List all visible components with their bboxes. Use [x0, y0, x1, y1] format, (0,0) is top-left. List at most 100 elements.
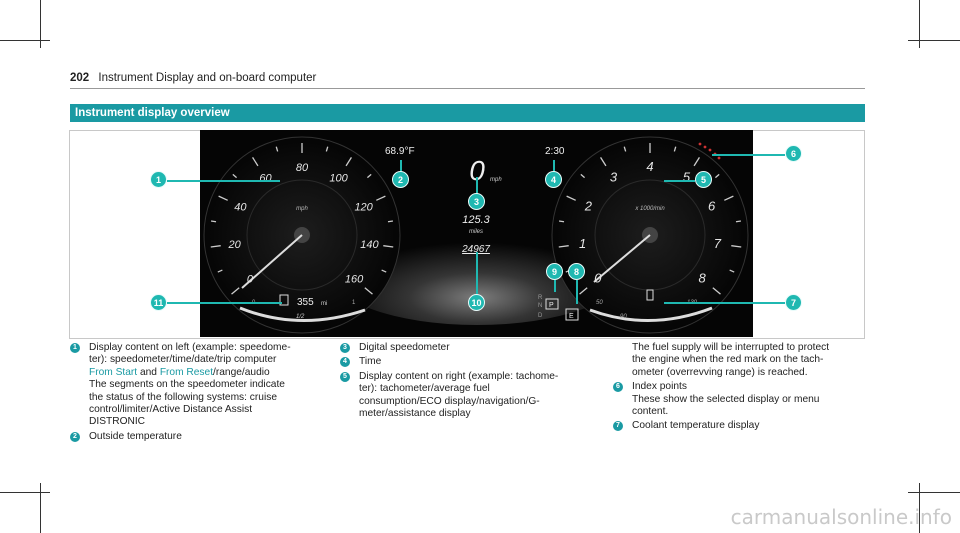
speed-tick-label: 100 — [329, 173, 348, 185]
rpm-tick-tick — [693, 157, 700, 167]
gear-r: R — [538, 295, 543, 301]
callout-5: 5 — [695, 171, 712, 188]
fuel-bar — [239, 306, 366, 322]
range-value: 355 — [297, 297, 314, 308]
item-text: meter/assistance display — [359, 408, 471, 420]
item-text: /range/audio — [213, 366, 270, 378]
fuel-mark-1: 1 — [352, 300, 356, 306]
list-item-7: 7 Coolant temperature display — [613, 420, 878, 432]
odometer: 24967 — [461, 244, 490, 255]
list-item-6: 6 Index points — [613, 381, 878, 393]
speedometer-needle — [241, 234, 303, 289]
gear-current: P — [549, 302, 554, 309]
speed-tick-label: 40 — [234, 201, 247, 213]
speed-tick-label: 0 — [247, 274, 254, 286]
description-column-3: The fuel supply will be interrupted to p… — [613, 342, 878, 433]
rpm-tick-label: 6 — [708, 198, 716, 213]
callout-9: 9 — [546, 263, 563, 280]
item-number: 6 — [613, 382, 623, 393]
item-text: The segments on the speedometer indicate — [89, 379, 285, 391]
rpm-tick-tick — [712, 287, 721, 295]
coolant-bar — [589, 306, 713, 322]
page-header: 202 Instrument Display and on-board comp… — [70, 72, 316, 84]
leader-line-10 — [476, 252, 478, 294]
rpm-tick-tick — [580, 173, 586, 179]
crop-mark — [919, 0, 920, 48]
gear-d: D — [538, 313, 543, 319]
coolant-tick-50: 50 — [596, 300, 603, 306]
leader-line-7 — [664, 302, 785, 304]
rpm-tick-tick — [623, 146, 627, 152]
speed-tick-label: 120 — [354, 201, 373, 213]
trip-value: 125.3 — [462, 214, 490, 226]
rpm-tick-tick — [600, 157, 607, 167]
item-text: Display content on left (example: speedo… — [89, 342, 291, 353]
item-text: These show the selected display or menu — [632, 393, 820, 405]
index-points — [698, 142, 721, 160]
callout-11: 11 — [150, 294, 167, 311]
list-item-5: 5 Display content on right (example: tac… — [340, 371, 610, 383]
section-bar — [70, 104, 865, 122]
rpm-tick-tick — [579, 287, 588, 295]
item-text: and — [139, 366, 157, 378]
leader-line-1 — [167, 180, 280, 182]
watermark: carmanualsonline.info — [730, 505, 952, 529]
speed-tick-tick — [218, 195, 228, 201]
rpm-tick-label: 3 — [610, 170, 618, 185]
item-text-links: From Start and From Reset/range/audio — [70, 367, 335, 379]
range-unit: mi — [321, 301, 327, 307]
callout-6: 6 — [785, 145, 802, 162]
item-text: Digital speedometer — [359, 342, 450, 353]
rpm-tick-tick — [714, 173, 720, 179]
speed-tick-tick — [210, 220, 217, 223]
header-divider — [70, 88, 865, 89]
coolant-icon — [646, 289, 654, 301]
crop-mark — [0, 492, 50, 493]
speed-tick-tick — [387, 220, 394, 223]
list-item-2: 2 Outside temperature — [70, 431, 335, 443]
item-number: 7 — [613, 421, 623, 432]
speed-tick-tick — [364, 287, 373, 295]
speed-tick-tick — [376, 195, 386, 201]
fuel-pump-icon — [279, 294, 289, 306]
rpm-tick-label: 2 — [584, 198, 593, 213]
leader-line-9 — [554, 280, 556, 292]
callout-7: 7 — [785, 294, 802, 311]
speed-tick-label: 140 — [360, 239, 379, 251]
crop-mark — [40, 483, 41, 533]
leader-line-4 — [553, 160, 555, 173]
clock-time: 2:30 — [545, 146, 565, 157]
callout-8: 8 — [568, 263, 585, 280]
speed-tick-label: 20 — [227, 239, 241, 251]
callout-10: 10 — [468, 294, 485, 311]
list-item-1: 1 Display content on left (example: spee… — [70, 342, 335, 354]
rpm-tick-tick — [735, 220, 742, 223]
leader-line-2 — [400, 160, 402, 173]
item-number: 4 — [340, 357, 350, 368]
rpm-tick-tick — [724, 195, 734, 201]
rpm-tick-label: 0 — [594, 271, 602, 286]
leader-line-8 — [576, 280, 578, 304]
gear-box — [545, 298, 559, 310]
link-from-start[interactable]: From Start — [89, 366, 138, 378]
item-number: 3 — [340, 343, 350, 353]
eco-indicator: E — [569, 313, 574, 320]
fuel-half: 1/2 — [296, 314, 305, 320]
speed-tick-tick — [325, 146, 329, 152]
speed-tick-tick — [381, 269, 387, 273]
speed-tick-tick — [231, 287, 240, 295]
leader-line-5 — [664, 180, 695, 182]
link-from-reset[interactable]: From Reset — [159, 366, 214, 378]
digital-speed-unit: mph — [490, 177, 502, 183]
speed-tick-tick — [275, 146, 279, 152]
rpm-tick-label: 4 — [646, 159, 653, 174]
item-text: control/limiter/Active Distance Assist — [89, 404, 253, 416]
item-text: Display content on right (example: tacho… — [359, 370, 559, 382]
leader-line-11 — [167, 302, 282, 304]
item-text: ter): tachometer/average fuel — [359, 383, 490, 395]
rpm-tick-tick — [558, 245, 569, 248]
rpm-tick-label: 7 — [714, 236, 722, 251]
crop-mark — [0, 40, 50, 41]
item-text: DISTRONIC — [89, 416, 146, 428]
item-text: the engine when the red mark on the tach… — [632, 354, 824, 366]
